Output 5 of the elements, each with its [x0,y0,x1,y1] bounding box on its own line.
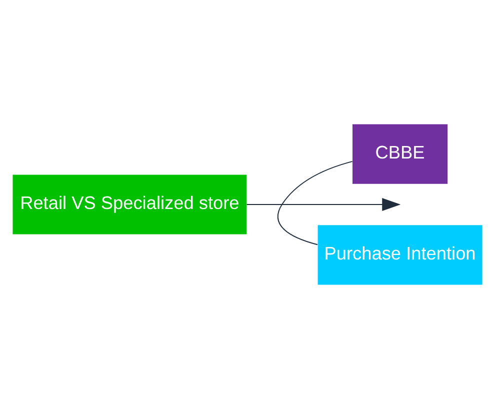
connector [277,160,353,245]
node-box: Retail VS Specialized store [12,174,247,234]
node-box: CBBE [352,124,448,184]
node-box: Purchase Intention [318,224,482,284]
arrow [246,198,401,210]
